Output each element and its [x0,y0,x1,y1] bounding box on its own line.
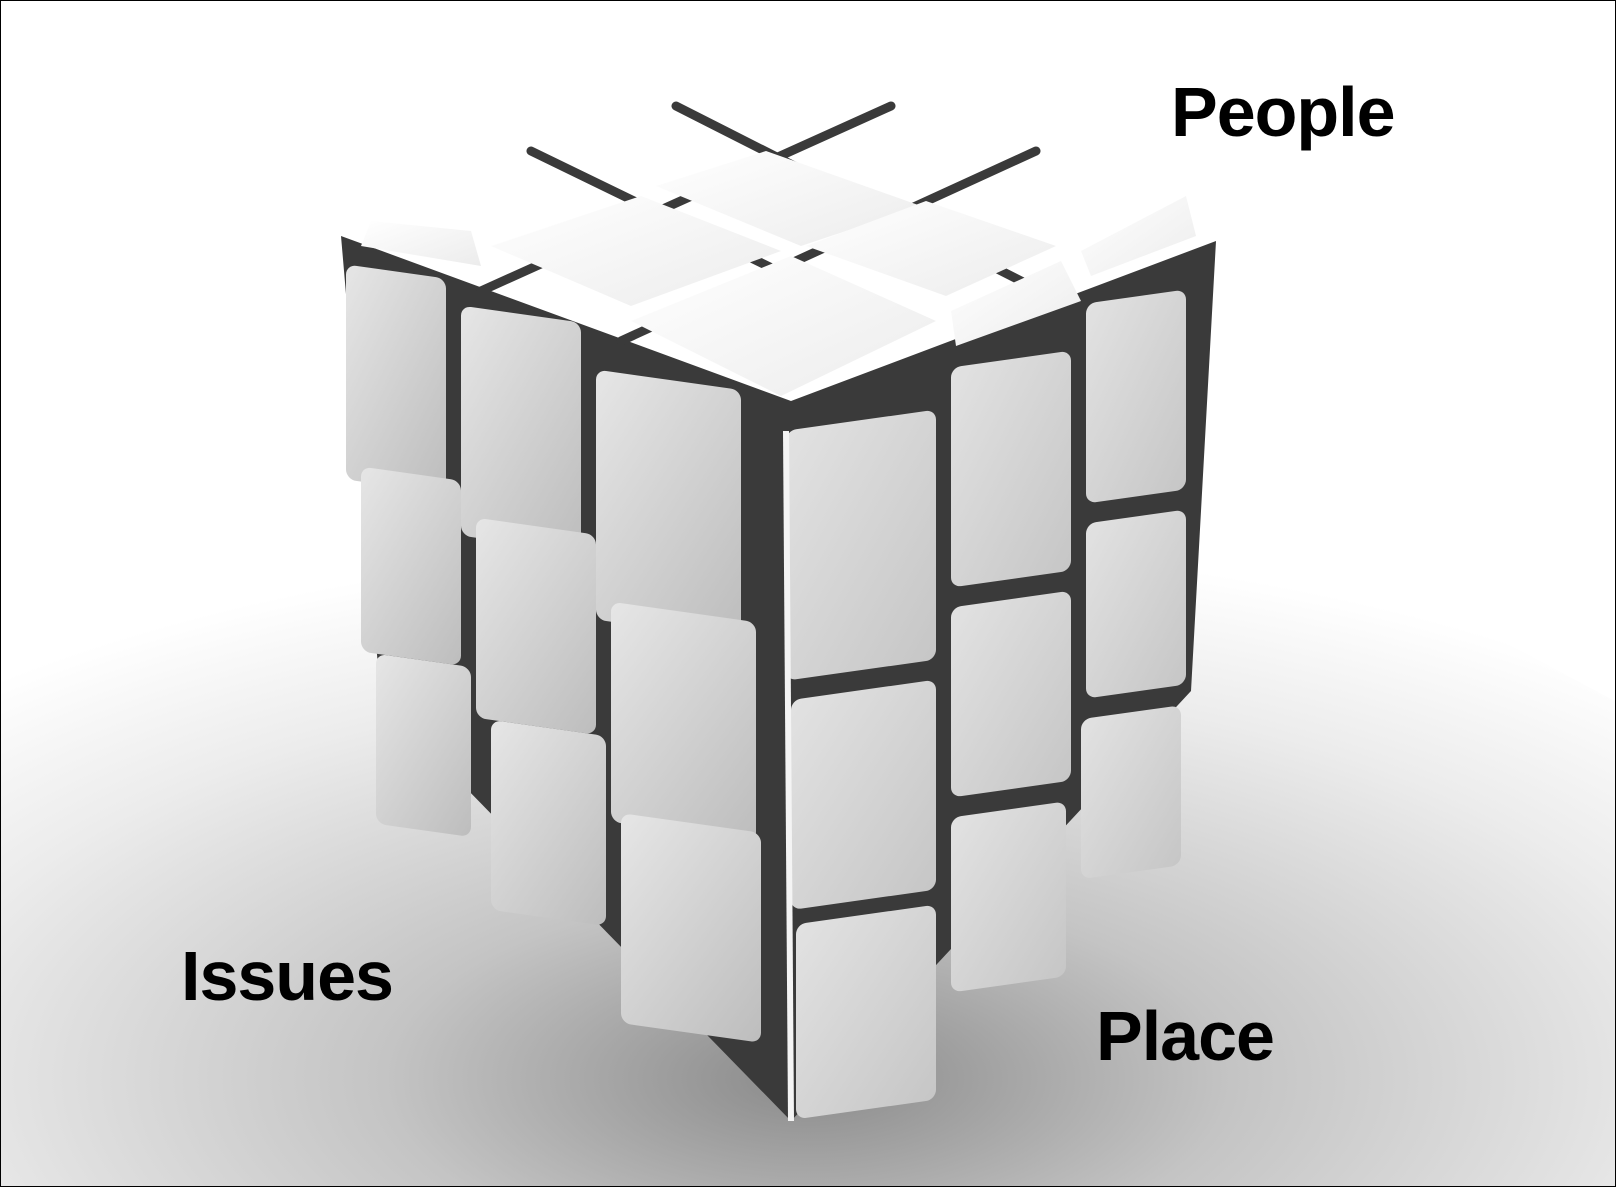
left-tile [596,370,741,640]
right-tile [1081,705,1181,879]
left-tile [476,518,596,735]
right-tile [951,351,1071,588]
right-tile [1086,509,1186,698]
label-place: Place [1096,1001,1274,1071]
left-tile [461,306,581,553]
right-tile [951,591,1071,798]
left-tile [491,720,606,926]
left-tile [611,602,756,842]
label-people: People [1171,77,1395,147]
right-tile [796,905,936,1120]
right-tile [791,680,936,910]
left-tile [361,467,461,666]
label-issues: Issues [181,941,393,1011]
right-tile [951,801,1066,992]
right-tile [786,410,936,681]
left-tile [376,654,471,837]
right-tile [1086,289,1186,503]
left-tile [346,264,446,493]
left-tile [621,813,761,1043]
